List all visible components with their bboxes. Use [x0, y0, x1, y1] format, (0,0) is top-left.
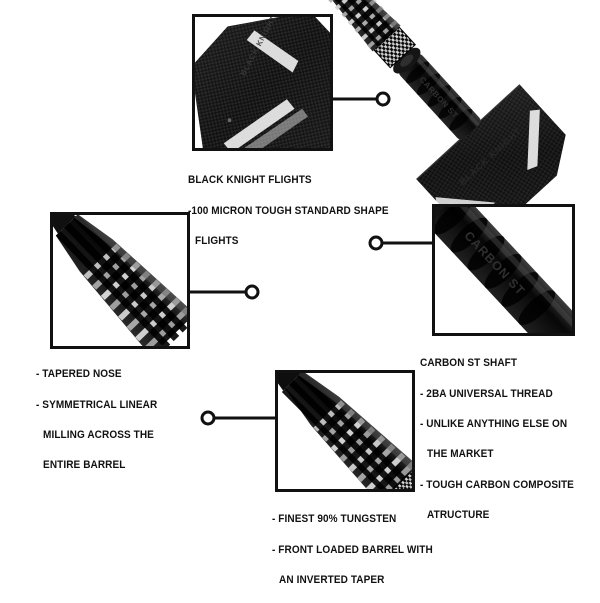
dart-infographic: BLACK KNIGHT CARBON ST CARBON ST [36, 0, 578, 587]
callout-box-shaft: CARBON ST [432, 204, 575, 336]
text-block-nose: - TAPERED NOSE - SYMMETRICAL LINEAR MILL… [36, 352, 190, 489]
shaft-line-5: - TOUGH CARBON COMPOSITE [420, 478, 574, 491]
callout-box-barrel [275, 370, 415, 492]
barrel-nose-closeup-image [53, 215, 187, 346]
shaft-line-6: ATRUCTURE [427, 509, 490, 522]
nose-line-2: - SYMMETRICAL LINEAR [36, 398, 158, 411]
barrel-ring-band [373, 26, 416, 69]
text-block-barrel: - FINEST 90% TUNGSTEN - FRONT LOADED BAR… [272, 497, 461, 603]
callout-box-flights: BLACK KNIGHT [192, 14, 333, 151]
barrel-closeup-image [278, 373, 412, 489]
shaft-line-4: THE MARKET [427, 448, 494, 461]
svg-text:CARBON ST: CARBON ST [418, 75, 460, 120]
leader-line-barrel [200, 409, 280, 427]
dart-shaft: CARBON ST CARBON ST [393, 47, 481, 140]
leader-line-nose [190, 283, 260, 301]
barrel-line-3: AN INVERTED TAPER [279, 574, 385, 587]
marker-dot-flights [375, 91, 391, 107]
shaft-line-1: CARBON ST SHAFT [420, 357, 518, 370]
nose-line-1: - TAPERED NOSE [36, 368, 122, 381]
flights-line-1: BLACK KNIGHT FLIGHTS [188, 174, 312, 187]
flights-line-2: -100 MICRON TOUGH STANDARD SHAPE [188, 204, 389, 217]
callout-box-nose [50, 212, 190, 349]
text-block-shaft: CARBON ST SHAFT - 2BA UNIVERSAL THREAD -… [420, 341, 578, 539]
shaft-closeup-image: CARBON ST [435, 207, 572, 333]
nose-line-4: ENTIRE BARREL [43, 459, 126, 472]
shaft-line-3: - UNLIKE ANYTHING ELSE ON [420, 418, 568, 431]
svg-text:BLACK KNIGHT: BLACK KNIGHT [457, 125, 523, 187]
leader-line-flights [333, 90, 391, 108]
barrel-line-1: - FINEST 90% TUNGSTEN [272, 513, 397, 526]
marker-dot-barrel [200, 410, 216, 426]
nose-line-3: MILLING ACROSS THE [43, 429, 154, 442]
flight-closeup-image: BLACK KNIGHT [195, 17, 330, 148]
text-block-flights: BLACK KNIGHT FLIGHTS -100 MICRON TOUGH S… [188, 158, 390, 264]
flights-line-3: FLIGHTS [195, 235, 239, 248]
marker-dot-nose [244, 284, 260, 300]
shaft-line-2: - 2BA UNIVERSAL THREAD [420, 387, 553, 400]
barrel-line-2: - FRONT LOADED BARREL WITH [272, 543, 433, 556]
